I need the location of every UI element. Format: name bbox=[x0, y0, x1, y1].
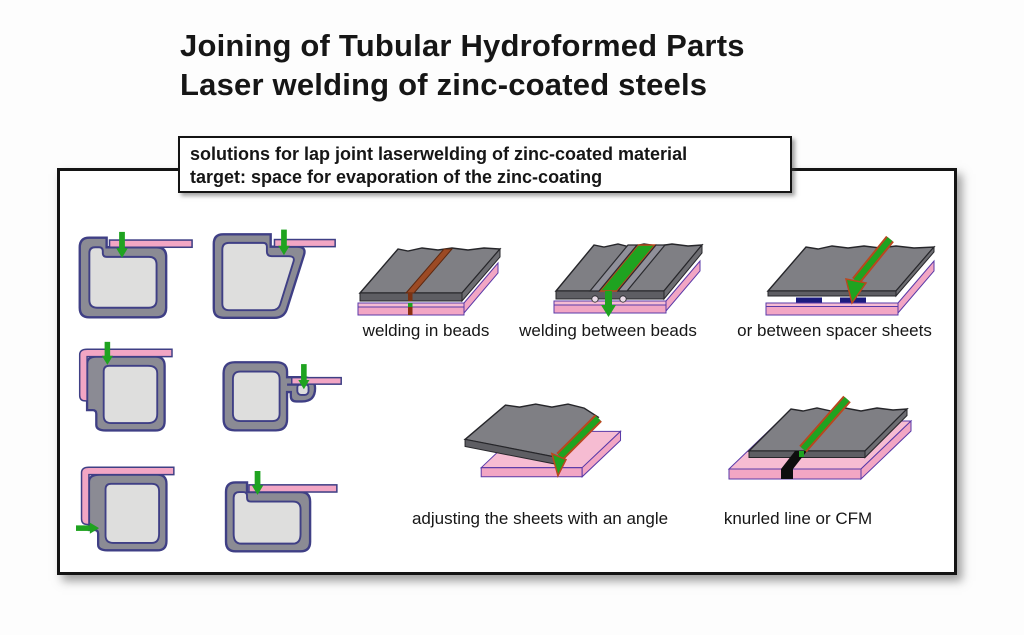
lap-sheet bbox=[108, 239, 193, 249]
bead-ridge bbox=[588, 244, 639, 292]
callout-line2: target: space for evaporation of the zin… bbox=[190, 167, 603, 187]
weld-arrow-icon bbox=[76, 522, 100, 534]
weld-arrow-icon bbox=[550, 414, 602, 478]
weld-arrow-icon bbox=[799, 395, 851, 457]
solution-label: or between spacer sheets bbox=[737, 321, 932, 340]
weld-arrow-icon bbox=[116, 231, 128, 258]
cross-section-wrapped-corner bbox=[78, 341, 173, 432]
callout-line1: solutions for lap joint laserwelding of … bbox=[190, 144, 688, 164]
lap-sheet bbox=[78, 348, 173, 402]
solution-label: welding in beads bbox=[362, 321, 490, 340]
illustration-spacer-sheets bbox=[765, 235, 936, 316]
illustration-welding-in-beads bbox=[357, 247, 502, 316]
cross-section-step-notch bbox=[78, 231, 193, 319]
bead-ridge bbox=[616, 244, 667, 292]
lap-sheet bbox=[290, 376, 342, 385]
lap-sheet bbox=[80, 466, 175, 526]
solution-label: welding between beads bbox=[519, 321, 697, 340]
lap-sheet bbox=[248, 484, 338, 493]
illustration-angled-sheets bbox=[463, 403, 622, 478]
illustration-knurled-line bbox=[727, 395, 913, 481]
illustration-welding-between-beads bbox=[553, 243, 704, 317]
weld-arrow-icon bbox=[298, 364, 310, 390]
weld-arrow-icon bbox=[101, 341, 113, 365]
callout-box: solutions for lap joint laserwelding of … bbox=[178, 136, 792, 193]
cross-section-wrapped-full-side bbox=[76, 466, 175, 552]
weld-arrow-icon bbox=[251, 471, 264, 495]
cross-section-top-notch bbox=[224, 471, 338, 553]
lap-sheet bbox=[273, 238, 336, 248]
weld-arrow-icon bbox=[844, 235, 894, 305]
page-title: Joining of Tubular Hydroformed Parts Las… bbox=[180, 26, 745, 104]
cross-section-slanted-side bbox=[212, 229, 336, 319]
spacer-block bbox=[796, 297, 822, 303]
diagram-panel: welding in beads welding between beads o… bbox=[57, 168, 957, 575]
page-title-line2: Laser welding of zinc-coated steels bbox=[180, 67, 708, 102]
weld-arrow-icon bbox=[278, 229, 290, 256]
page-title-line1: Joining of Tubular Hydroformed Parts bbox=[180, 28, 745, 63]
weld-arrow-icon bbox=[601, 291, 616, 317]
solution-label: adjusting the sheets with an angle bbox=[411, 509, 669, 528]
solution-label: knurled line or CFM bbox=[723, 509, 873, 528]
cross-section-hook-flange bbox=[222, 361, 342, 432]
